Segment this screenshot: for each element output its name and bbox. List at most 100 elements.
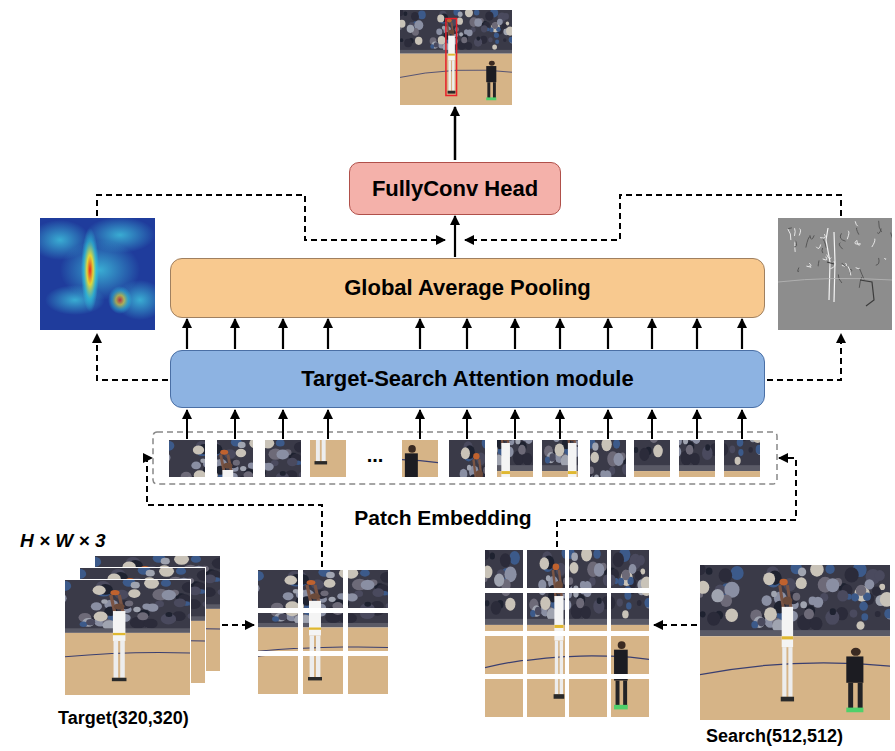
drawing-part [438, 36, 446, 44]
court-photo [527, 679, 565, 717]
drawing-part [810, 565, 824, 577]
drawing-part [569, 679, 607, 717]
drawing-part [549, 453, 555, 461]
drawing-part [94, 611, 108, 621]
drawing-part [258, 571, 264, 581]
drawing-part [891, 233, 892, 243]
drawing-part [581, 550, 592, 561]
drawing-part [611, 679, 649, 717]
drawing-part [114, 603, 125, 609]
drawing-part [193, 445, 204, 454]
drawing-part [700, 636, 890, 720]
drawing-part [523, 453, 533, 466]
drawing-part [555, 443, 565, 456]
drawing-part [283, 592, 294, 600]
drawing-part [386, 603, 388, 608]
drawing-part [872, 586, 881, 595]
drawing-part [555, 679, 558, 694]
drawing-part [339, 570, 343, 579]
drawing-part [348, 570, 388, 608]
drawing-part [622, 569, 630, 580]
drawing-part [830, 608, 836, 615]
drawing-part [181, 472, 192, 477]
dashed-arrow [557, 458, 796, 547]
drawing-part [724, 443, 728, 456]
drawing-part [679, 440, 682, 445]
drawing-part [546, 575, 551, 581]
drawing-part [348, 613, 349, 615]
drawing-part [611, 596, 615, 609]
connector [187, 319, 742, 349]
drawing-part [848, 266, 851, 275]
court-photo [679, 440, 715, 477]
court-photo [310, 440, 346, 477]
drawing-part [184, 477, 194, 478]
drawing-part [212, 558, 220, 569]
connector-line [651, 319, 653, 349]
connector-line [607, 319, 609, 349]
drawing-part [309, 601, 321, 608]
drawing-part [597, 597, 602, 604]
drawing-part [706, 568, 713, 575]
drawing-part [590, 466, 593, 477]
drawing-part [380, 572, 388, 583]
court-photo [527, 636, 565, 674]
drawing-part [162, 590, 176, 600]
drawing-part [735, 457, 741, 465]
drawing-part [614, 679, 628, 681]
drawing-part [310, 440, 346, 447]
drawing-part [485, 679, 523, 717]
drawing-part [569, 593, 572, 594]
drawing-part [448, 60, 450, 90]
drawing-part [525, 440, 533, 444]
drawing-part [641, 593, 649, 596]
drawing-part [436, 28, 442, 35]
drawing-part [411, 12, 419, 21]
drawing-part [492, 22, 498, 29]
drawing-part [147, 604, 159, 612]
drawing-part [569, 619, 607, 625]
drawing-part [467, 465, 471, 471]
drawing-part [570, 562, 579, 574]
drawing-part [490, 553, 495, 560]
drawing-part [763, 573, 775, 586]
drawing-part [65, 633, 190, 695]
drawing-part [782, 607, 793, 647]
drawing-part [284, 576, 297, 585]
connector-line [741, 319, 743, 349]
court-photo [258, 656, 298, 694]
drawing-part [407, 25, 414, 33]
box-label: FullyConv Head [372, 176, 538, 202]
drawing-part [875, 611, 881, 617]
drawing-part [485, 619, 523, 625]
drawing-part [240, 466, 246, 471]
drawing-part [307, 580, 316, 585]
drawing-part [310, 635, 314, 651]
drawing-part [233, 460, 240, 466]
drawing-part [637, 555, 645, 566]
drawing-part [497, 19, 503, 25]
court-photo [265, 440, 301, 477]
court-photo [569, 593, 607, 631]
drawing-part [848, 683, 853, 709]
drawing-part [569, 576, 572, 588]
drawing-part [460, 469, 468, 477]
drawing-part [880, 592, 890, 607]
drawing-part [879, 221, 882, 232]
drawing-part [258, 570, 298, 608]
drawing-part [481, 25, 488, 32]
drawing-part [486, 97, 496, 100]
drawing-part [348, 613, 357, 623]
drawing-part [503, 13, 509, 20]
drawing-part [538, 580, 546, 588]
result-box [446, 19, 457, 96]
court-photo [569, 679, 607, 717]
token-arrow [696, 410, 698, 439]
drawing-part [86, 619, 95, 625]
drawing-part [729, 445, 735, 453]
drawing-part [856, 268, 860, 269]
process-box: Global Average Pooling [170, 258, 765, 318]
drawing-part [221, 454, 225, 472]
drawing-part [492, 44, 497, 49]
drawing-part [348, 602, 349, 608]
